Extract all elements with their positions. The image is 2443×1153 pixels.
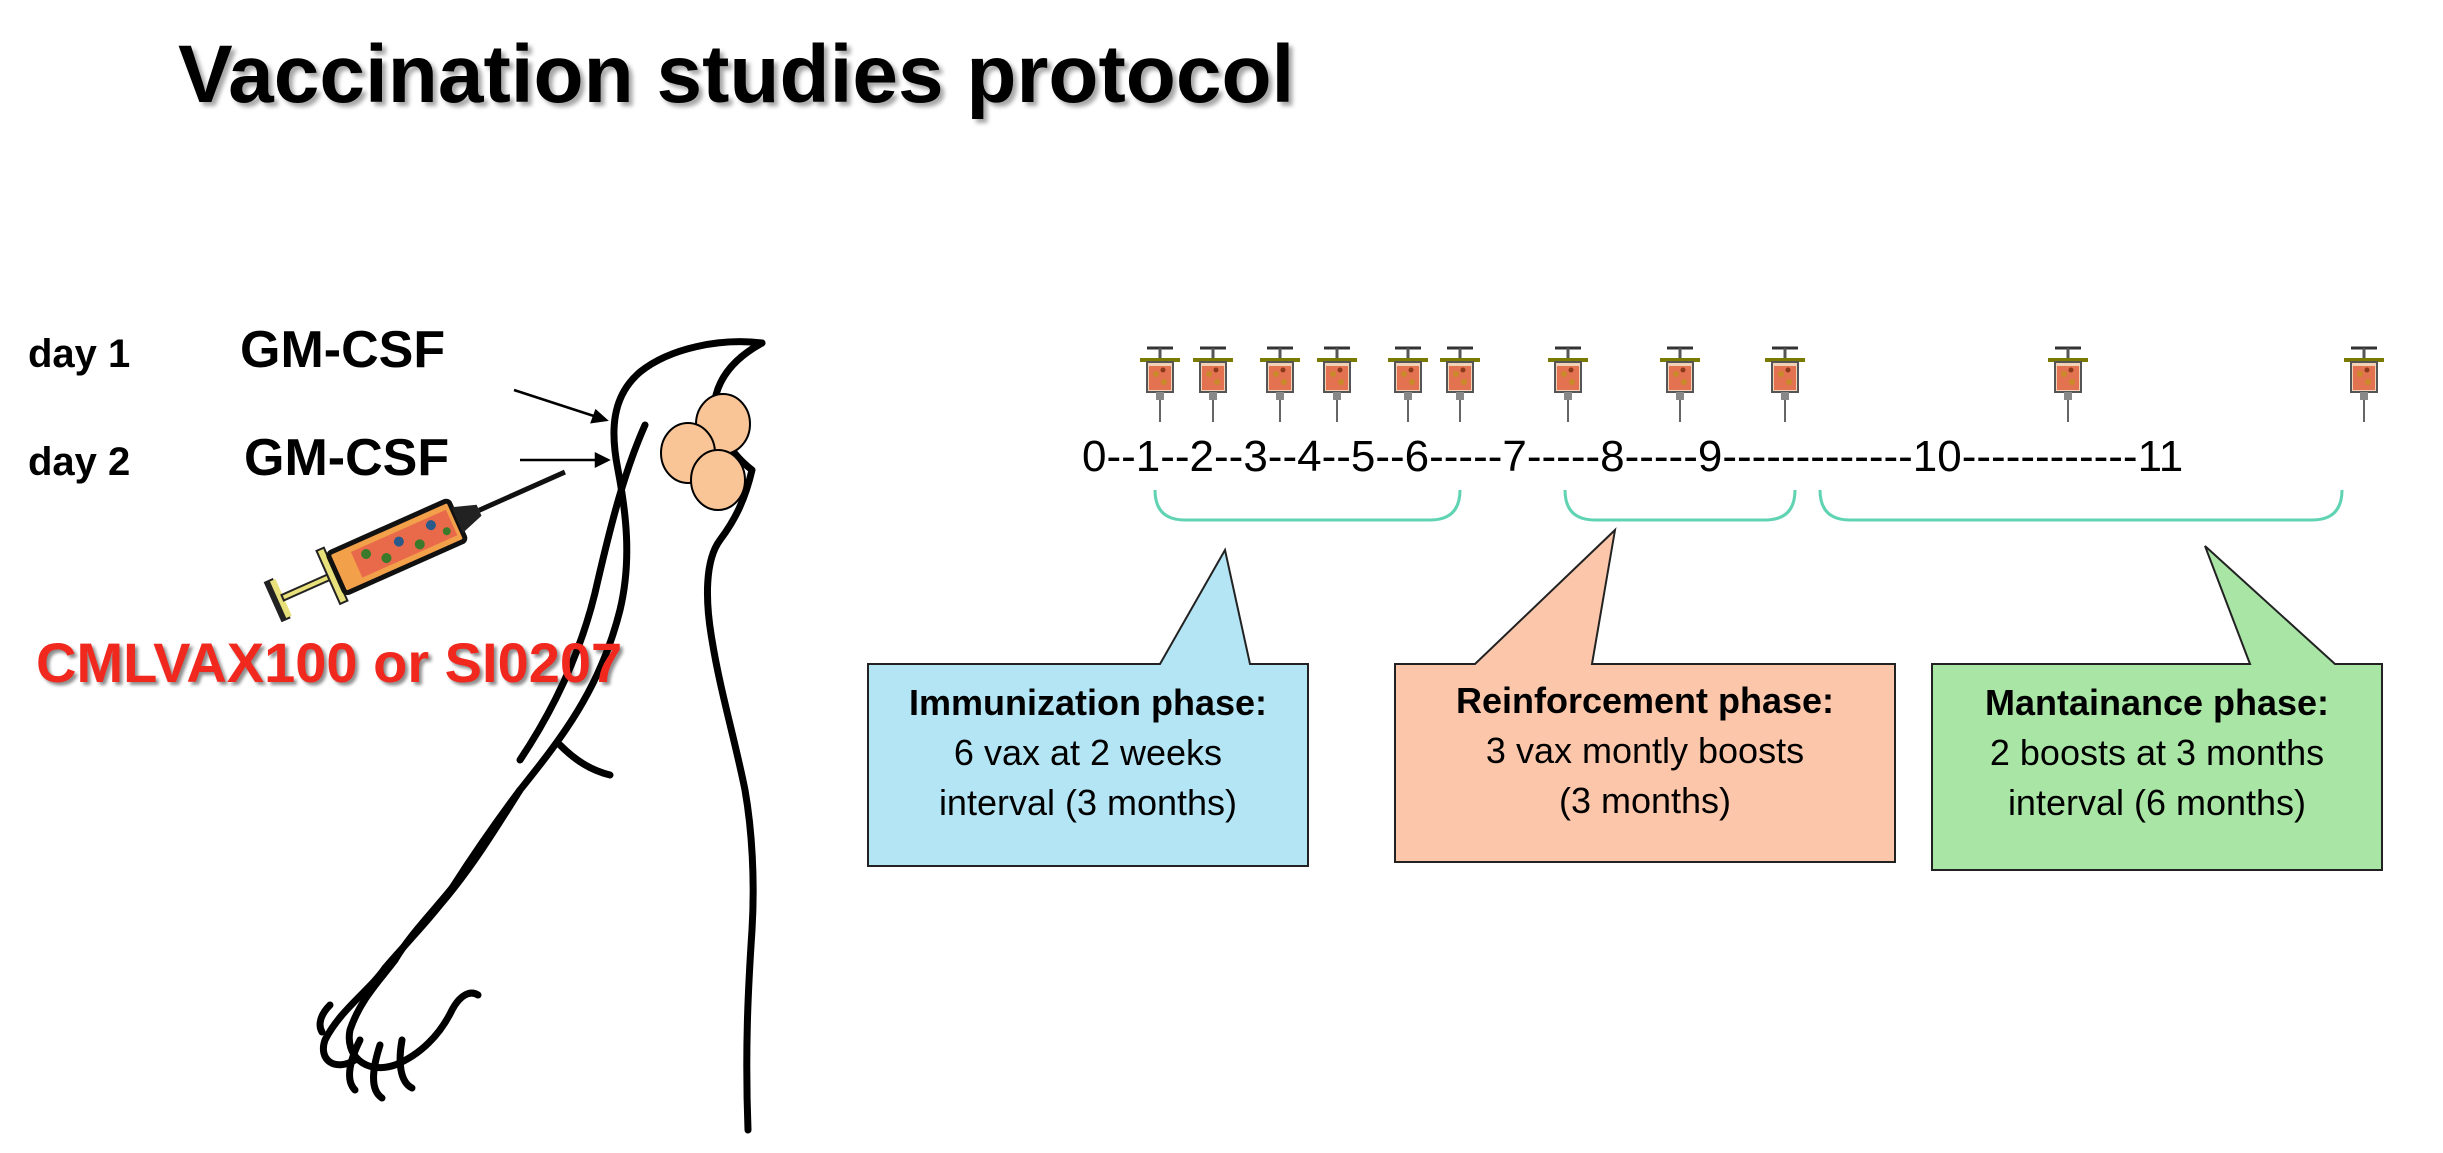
immunization-callout: [867, 547, 1309, 867]
immunization-bracket: [1153, 489, 1462, 522]
maintenance-bracket: [1818, 489, 2344, 522]
day1-agent: GM-CSF: [240, 321, 446, 379]
timeline-syringe-1: [1138, 346, 1182, 424]
immunization-text: Immunization phase: 6 vax at 2 weeks int…: [868, 678, 1308, 828]
injection-site-cells: [660, 393, 751, 511]
timeline-syringe-10: [2046, 346, 2090, 424]
maintenance-phase-title: Mantainance phase:: [1984, 682, 2330, 723]
timeline-syringe-6: [1438, 346, 1482, 424]
maintenance-phase-line1: 2 boosts at 3 months: [1989, 732, 2325, 773]
immunization-phase-line2: interval (3 months): [938, 782, 1238, 823]
gm-csf-arrows: [513, 388, 611, 469]
timeline-syringe-3: [1258, 346, 1302, 424]
vaccine-syringe-icon: [263, 469, 566, 623]
reinforcement-callout: [1394, 527, 1896, 863]
timeline-syringe-8: [1658, 346, 1702, 424]
reinforcement-phase-line2: (3 months): [1558, 780, 1732, 821]
reinforcement-text: Reinforcement phase: 3 vax montly boosts…: [1395, 676, 1895, 826]
timeline-syringes: [1138, 346, 2386, 424]
timeline-syringe-5: [1386, 346, 1430, 424]
day2-agent: GM-CSF: [244, 429, 450, 487]
reinforcement-bracket: [1563, 489, 1797, 522]
timeline-axis: 0--1--2--3--4--5--6-----7-----8-----9---…: [1082, 432, 2184, 481]
vaccine-name: CMLVAX100 or SI0207: [36, 631, 623, 694]
timeline-syringe-9: [1763, 346, 1807, 424]
page-title: Vaccination studies protocol: [178, 29, 1295, 120]
maintenance-text: Mantainance phase: 2 boosts at 3 months …: [1932, 678, 2382, 828]
day1-label: day 1: [28, 332, 131, 376]
immunization-phase-title: Immunization phase:: [908, 682, 1268, 723]
timeline-syringe-11: [2342, 346, 2386, 424]
maintenance-phase-line2: interval (6 months): [2007, 782, 2307, 823]
timeline-syringe-2: [1191, 346, 1235, 424]
maintenance-callout: [1931, 545, 2383, 871]
timeline-syringe-7: [1546, 346, 1590, 424]
immunization-phase-line1: 6 vax at 2 weeks: [953, 732, 1223, 773]
timeline-syringe-4: [1315, 346, 1359, 424]
day2-label: day 2: [28, 440, 131, 484]
phase-brackets: [1153, 489, 2344, 522]
reinforcement-phase-title: Reinforcement phase:: [1455, 680, 1835, 721]
reinforcement-phase-line1: 3 vax montly boosts: [1485, 730, 1805, 771]
